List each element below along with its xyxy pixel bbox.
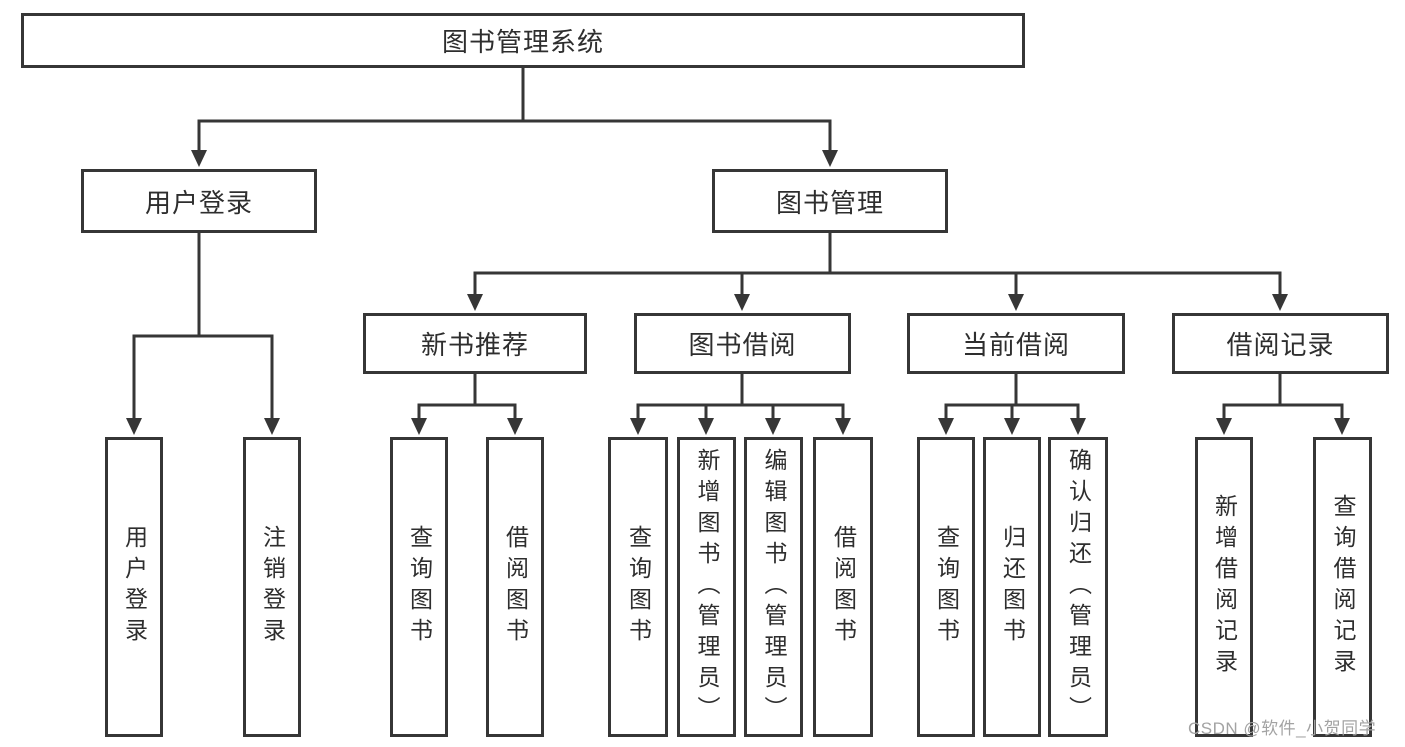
leaf-label: 查询借阅记录 (1330, 494, 1356, 680)
leaf-label: 新增图书（管理员） (694, 447, 720, 727)
node-borrow-records-label: 借阅记录 (1226, 330, 1335, 360)
leaf-add-books-admin: 新增图书（管理员） (677, 437, 736, 737)
leaf-logout: 注销登录 (243, 437, 301, 737)
leaf-label: 用户登录 (121, 525, 148, 649)
node-book-borrow: 图书借阅 (634, 313, 851, 374)
node-book-management: 图书管理 (712, 169, 948, 233)
connector-borrow-records-children (1222, 372, 1344, 422)
leaf-query-books-3: 查询图书 (917, 437, 975, 737)
csdn-watermark: CSDN @软件_小贺同学 (1188, 719, 1377, 738)
leaf-label: 查询图书 (625, 525, 652, 649)
node-user-login-label: 用户登录 (144, 187, 253, 218)
leaf-query-books-1: 查询图书 (390, 437, 448, 737)
node-new-book-recommend: 新书推荐 (363, 313, 587, 374)
leaf-query-borrow-record: 查询借阅记录 (1313, 437, 1372, 737)
leaf-label: 确认归还（管理员） (1065, 447, 1092, 727)
leaf-label: 借阅图书 (830, 525, 857, 649)
connector-current-borrow-children (944, 372, 1080, 422)
node-book-borrow-label: 图书借阅 (688, 330, 797, 360)
node-current-borrow: 当前借阅 (907, 313, 1125, 374)
leaf-label: 借阅图书 (502, 525, 529, 649)
node-book-management-label: 图书管理 (775, 187, 884, 218)
leaf-label: 归还图书 (999, 525, 1026, 649)
leaf-label: 查询图书 (406, 525, 433, 649)
leaf-label: 新增借阅记录 (1211, 494, 1238, 680)
node-borrow-records: 借阅记录 (1172, 313, 1389, 374)
connector-book-borrow-children (636, 372, 845, 422)
leaf-label: 查询图书 (933, 525, 960, 649)
node-root-label: 图书管理系统 (441, 27, 604, 57)
leaf-add-borrow-record: 新增借阅记录 (1195, 437, 1253, 737)
connector-user-login-children (132, 231, 274, 422)
node-user-login: 用户登录 (81, 169, 317, 233)
node-root-system: 图书管理系统 (21, 13, 1025, 68)
leaf-borrow-books-2: 借阅图书 (813, 437, 873, 737)
leaf-return-books: 归还图书 (983, 437, 1041, 737)
node-current-borrow-label: 当前借阅 (961, 330, 1070, 360)
leaf-user-login: 用户登录 (105, 437, 163, 737)
leaf-query-books-2: 查询图书 (608, 437, 668, 737)
leaf-label: 注销登录 (259, 525, 286, 649)
connector-new-book-recommend-children (417, 372, 517, 422)
connector-root-to-level2 (197, 66, 832, 154)
connector-book-management-children (473, 231, 1282, 298)
leaf-label: 编辑图书（管理员） (761, 447, 787, 727)
leaf-confirm-return-admin: 确认归还（管理员） (1048, 437, 1108, 737)
node-new-book-recommend-label: 新书推荐 (420, 330, 529, 360)
leaf-edit-books-admin: 编辑图书（管理员） (744, 437, 803, 737)
leaf-borrow-books-1: 借阅图书 (486, 437, 544, 737)
